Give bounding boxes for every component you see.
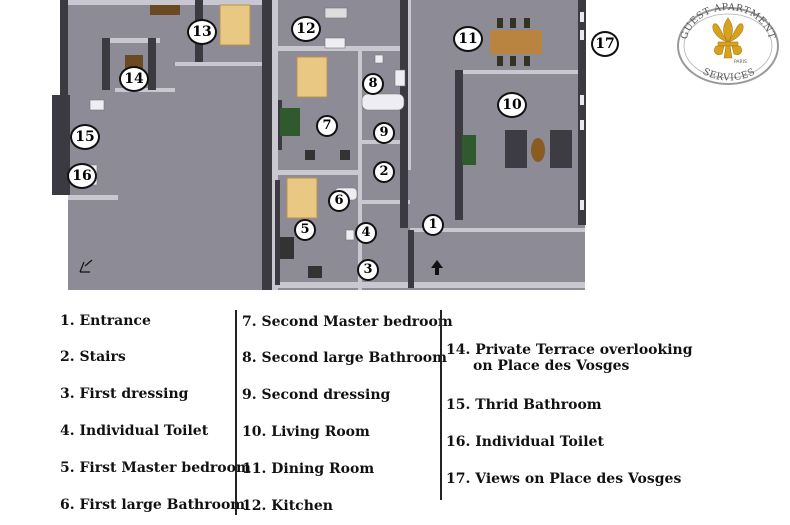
floor-plan xyxy=(52,0,586,290)
up-arrow-icon xyxy=(431,260,443,275)
legend-entry-line1: 14. Private Terrace overlooking xyxy=(446,342,693,358)
room-number: 13 xyxy=(192,24,212,40)
room-number: 14 xyxy=(124,71,144,87)
room-marker-9: 9 xyxy=(373,122,395,144)
fleur-de-lis-icon xyxy=(712,17,744,59)
legend-entry: 12. Kitchen xyxy=(242,498,333,514)
room-marker-8: 8 xyxy=(362,73,384,95)
legend-divider-right xyxy=(440,310,442,500)
room-marker-14: 14 xyxy=(119,66,149,92)
room-number: 17 xyxy=(595,36,615,52)
beds xyxy=(219,4,328,219)
dining-table xyxy=(490,18,542,66)
room-number: 1 xyxy=(428,217,438,232)
legend-entry: 4. Individual Toilet xyxy=(60,423,209,439)
living-sofas xyxy=(462,130,572,168)
legend-entry: 1. Entrance xyxy=(60,313,151,329)
legend-entry: 7. Second Master bedroom xyxy=(242,314,453,330)
legend-entry: 9. Second dressing xyxy=(242,387,391,403)
room-number: 8 xyxy=(368,76,378,91)
legend-entry: 2. Stairs xyxy=(60,349,126,365)
legend-entry: 15. Thrid Bathroom xyxy=(446,397,602,413)
room-marker-7: 7 xyxy=(316,115,338,137)
room-number: 2 xyxy=(379,164,389,179)
legend-entry: 5. First Master bedroom xyxy=(60,460,251,476)
legend-entry: 16. Individual Toilet xyxy=(446,434,604,450)
windows xyxy=(580,12,584,210)
room-marker-10: 10 xyxy=(497,92,527,118)
room-number: 3 xyxy=(363,262,373,277)
room-marker-4: 4 xyxy=(355,222,377,244)
room-marker-11: 11 xyxy=(453,26,483,52)
room-number: 15 xyxy=(75,129,95,145)
room-marker-17: 17 xyxy=(591,31,619,57)
room-number: 10 xyxy=(502,97,522,113)
compass-icon xyxy=(79,259,93,273)
room-marker-2: 2 xyxy=(373,161,395,183)
logo-bottom-text: SERVICES xyxy=(701,66,757,83)
legend-entry-line2: on Place des Vosges xyxy=(473,358,630,374)
room-number: 12 xyxy=(296,21,316,37)
legend-entry: 10. Living Room xyxy=(242,424,370,440)
desks xyxy=(125,5,350,278)
guest-apartment-services-logo: GUEST APARTMENT SERVICES PARIS xyxy=(672,0,784,92)
room-marker-16: 16 xyxy=(67,163,97,189)
legend-entry: 6. First large Bathroom xyxy=(60,497,246,513)
legend-entry: 17. Views on Place des Vosges xyxy=(446,471,682,487)
room-number: 6 xyxy=(334,193,344,208)
room-marker-6: 6 xyxy=(328,190,350,212)
legend-entry: 8. Second large Bathroom xyxy=(242,350,447,366)
room-number: 5 xyxy=(300,222,310,237)
logo-city-text: PARIS xyxy=(734,59,747,65)
legend-divider-left xyxy=(235,310,237,515)
room-marker-5: 5 xyxy=(294,219,316,241)
room-number: 7 xyxy=(322,118,332,133)
room-number: 4 xyxy=(361,225,371,240)
room-number: 16 xyxy=(72,168,92,184)
room-number: 9 xyxy=(379,125,389,140)
room-number: 11 xyxy=(458,31,478,47)
room-marker-1: 1 xyxy=(422,214,444,236)
room-marker-13: 13 xyxy=(187,19,217,45)
legend-entry: 14. Private Terrace overlooking on Place… xyxy=(446,342,693,374)
room-marker-12: 12 xyxy=(291,16,321,42)
legend-entry: 11. Dining Room xyxy=(242,461,375,477)
room-marker-15: 15 xyxy=(70,124,100,150)
room-marker-3: 3 xyxy=(357,259,379,281)
legend-entry: 3. First dressing xyxy=(60,386,189,402)
